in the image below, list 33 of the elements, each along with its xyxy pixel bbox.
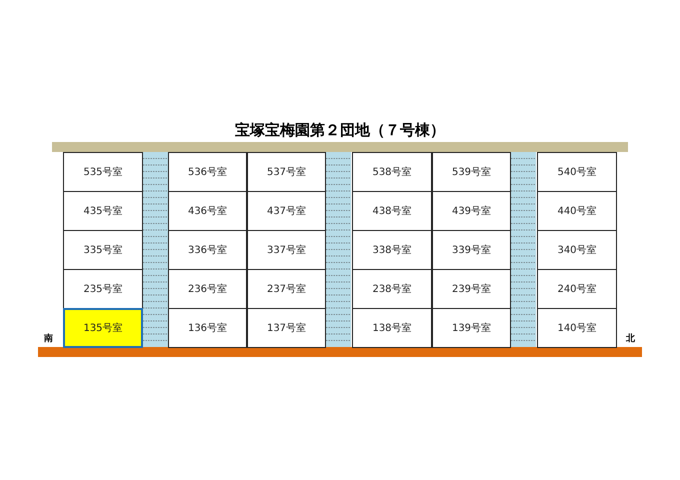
room-box: 539号室 xyxy=(432,152,511,192)
room-box: 139号室 xyxy=(432,308,511,348)
room-box: 438号室 xyxy=(352,191,432,231)
room-box: 435号室 xyxy=(63,191,143,231)
room-box: 337号室 xyxy=(247,230,326,270)
room-box: 235号室 xyxy=(63,269,143,309)
room-box: 538号室 xyxy=(352,152,432,192)
room-box: 136号室 xyxy=(168,308,247,348)
room-box: 540号室 xyxy=(537,152,617,192)
room-box: 239号室 xyxy=(432,269,511,309)
room-box: 338号室 xyxy=(352,230,432,270)
room-box: 238号室 xyxy=(352,269,432,309)
diagram-title: 宝塚宝梅園第２団地（７号棟） xyxy=(234,121,446,141)
direction-label: 南 xyxy=(44,332,53,345)
room-box: 336号室 xyxy=(168,230,247,270)
room-box: 340号室 xyxy=(537,230,617,270)
room-box: 135号室 xyxy=(63,308,143,348)
room-box: 240号室 xyxy=(537,269,617,309)
direction-label: 北 xyxy=(626,332,635,345)
room-box: 537号室 xyxy=(247,152,326,192)
room-box: 440号室 xyxy=(537,191,617,231)
room-box: 237号室 xyxy=(247,269,326,309)
room-box: 137号室 xyxy=(247,308,326,348)
room-box: 339号室 xyxy=(432,230,511,270)
room-box: 437号室 xyxy=(247,191,326,231)
room-box: 138号室 xyxy=(352,308,432,348)
room-box: 335号室 xyxy=(63,230,143,270)
room-box: 535号室 xyxy=(63,152,143,192)
room-box: 439号室 xyxy=(432,191,511,231)
room-box: 436号室 xyxy=(168,191,247,231)
room-box: 536号室 xyxy=(168,152,247,192)
room-box: 140号室 xyxy=(537,308,617,348)
room-box: 236号室 xyxy=(168,269,247,309)
